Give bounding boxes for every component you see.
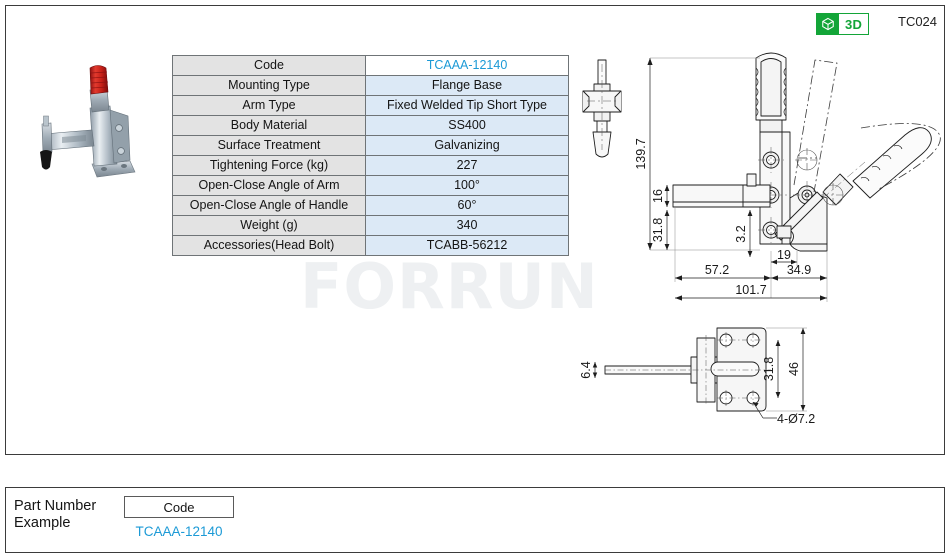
table-row: Accessories(Head Bolt) TCABB-56212 [172, 235, 569, 256]
spec-label: Open-Close Angle of Arm [172, 175, 366, 196]
table-row: Surface Treatment Galvanizing [172, 135, 569, 156]
3d-badge-label: 3D [839, 14, 869, 34]
3d-view-badge[interactable]: 3D [816, 13, 870, 35]
dimension-lines [647, 57, 828, 302]
specification-table: Code TCAAA-12140 Mounting Type Flange Ba… [172, 55, 569, 256]
top-view [592, 327, 807, 419]
spec-value: TCAAA-12140 [365, 55, 569, 76]
dim-plate-thickness: 3.2 [734, 225, 748, 242]
spec-value: Fixed Welded Tip Short Type [365, 95, 569, 116]
spec-value: 340 [365, 215, 569, 236]
code-box: Code [124, 496, 234, 518]
dim-total-height: 139.7 [634, 138, 648, 169]
table-row: Body Material SS400 [172, 115, 569, 136]
spec-value: TCABB-56212 [365, 235, 569, 256]
top-bar: 3D TC024 [0, 0, 950, 40]
open-position-phantom [793, 59, 941, 193]
spec-label: Mounting Type [172, 75, 366, 96]
dim-holes: 4-Ø7.2 [777, 412, 815, 426]
part-number-title: Part Number Example [14, 498, 96, 532]
main-panel [5, 5, 945, 455]
part-number-title-line2: Example [14, 515, 71, 531]
spec-value: 227 [365, 155, 569, 176]
spec-value: SS400 [365, 115, 569, 136]
spec-value: Galvanizing [365, 135, 569, 156]
table-row: Open-Close Angle of Arm 100° [172, 175, 569, 196]
technical-drawing: 139.7 16 31.8 3.2 57.2 19 34.9 101.7 6.4… [565, 50, 945, 440]
table-row: Tightening Force (kg) 227 [172, 155, 569, 176]
handle-closed [755, 52, 787, 133]
table-row: Weight (g) 340 [172, 215, 569, 236]
dim-total-length: 101.7 [735, 283, 766, 297]
dim-base-width: 46 [787, 362, 801, 376]
spec-label: Open-Close Angle of Handle [172, 195, 366, 216]
spec-label: Code [172, 55, 366, 76]
spec-value: 60° [365, 195, 569, 216]
part-number-title-line1: Part Number [14, 498, 97, 514]
dim-base-length: 34.9 [787, 263, 811, 277]
spec-table-body: Code TCAAA-12140 Mounting Type Flange Ba… [172, 55, 569, 256]
dim-arm-height: 16 [651, 189, 665, 203]
series-code: TC024 [898, 14, 938, 29]
code-example-value: TCAAA-12140 [135, 524, 223, 539]
table-row: Open-Close Angle of Handle 60° [172, 195, 569, 216]
spec-value: 100° [365, 175, 569, 196]
table-row: Mounting Type Flange Base [172, 75, 569, 96]
part-number-panel [5, 487, 945, 553]
dim-base-to-arm: 31.8 [651, 218, 665, 242]
table-row: Arm Type Fixed Welded Tip Short Type [172, 95, 569, 116]
spindle-side-view [582, 59, 622, 158]
spec-value: Flange Base [365, 75, 569, 96]
product-photo [18, 60, 163, 210]
linkage-block [774, 181, 828, 252]
cube-icon [817, 14, 839, 34]
spec-label: Accessories(Head Bolt) [172, 235, 366, 256]
clamp-arm [672, 173, 771, 208]
spec-label: Body Material [172, 115, 366, 136]
spec-label: Tightening Force (kg) [172, 155, 366, 176]
dim-arm-length: 57.2 [705, 263, 729, 277]
spec-label: Surface Treatment [172, 135, 366, 156]
dim-pivot-offset: 19 [777, 248, 791, 262]
dim-hole-spacing: 31.8 [762, 357, 776, 381]
handle-open [822, 127, 932, 206]
dim-rod-diameter: 6.4 [579, 361, 593, 378]
spec-label: Weight (g) [172, 215, 366, 236]
table-row: Code TCAAA-12140 [172, 55, 569, 76]
spec-label: Arm Type [172, 95, 366, 116]
